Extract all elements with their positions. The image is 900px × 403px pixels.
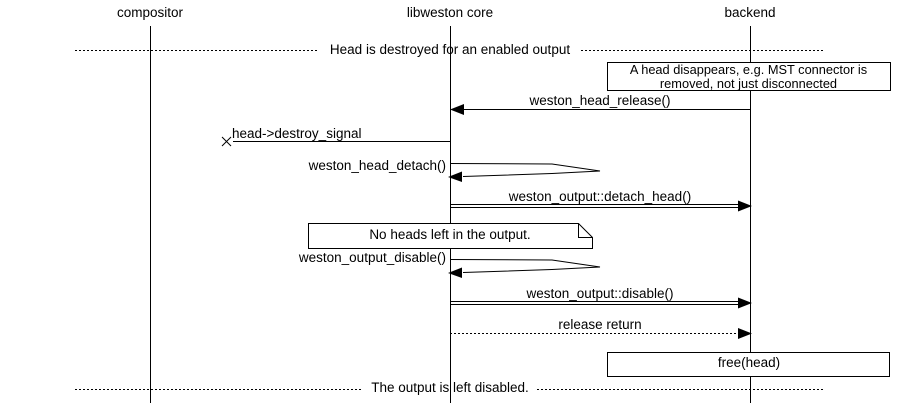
note-box-no-heads-fold xyxy=(578,223,593,238)
divider-lines xyxy=(75,50,825,390)
arrow-detach-head-head xyxy=(738,200,752,212)
arrow-output-disable-head xyxy=(738,297,752,309)
message-arrows xyxy=(221,104,752,339)
message-label-destroy-signal: head->destroy_signal xyxy=(232,126,362,141)
entity-libweston-core: libweston core xyxy=(406,5,494,20)
note-box-head-disappears xyxy=(607,62,891,91)
divider-top-label: Head is destroyed for an enabled output xyxy=(329,42,571,57)
divider-bottom-label: The output is left disabled. xyxy=(371,380,529,395)
note-no-heads-label: No heads left in the output. xyxy=(369,227,531,242)
lost-message-cross xyxy=(221,136,232,147)
self-arc-head-detach-arrowhead xyxy=(448,171,462,182)
message-label-release-return: release return xyxy=(558,317,642,332)
arrow-release-return-head xyxy=(738,328,752,339)
message-label-detach-head: weston_output::detach_head() xyxy=(508,189,692,204)
message-label-head-detach: weston_head_detach() xyxy=(308,158,446,173)
note-box-no-heads xyxy=(308,223,593,249)
note-free-head-label: free(head) xyxy=(717,355,781,370)
entity-backend: backend xyxy=(724,5,776,20)
self-arc-output-disable-arrowhead xyxy=(448,267,462,278)
message-label-output-disable-self: weston_output_disable() xyxy=(298,250,446,265)
message-label-output-disable: weston_output::disable() xyxy=(526,286,674,301)
entity-compositor: compositor xyxy=(116,5,184,20)
message-label-head-release: weston_head_release() xyxy=(529,93,671,108)
self-arc-head-detach xyxy=(449,163,601,177)
note-box-free-head xyxy=(607,352,890,377)
note-head-disappears-label: A head disappears, e.g. MST connector is… xyxy=(629,62,868,91)
arrow-head-release-head xyxy=(450,104,464,115)
self-arc-output-disable xyxy=(449,259,601,273)
note-shapes xyxy=(308,62,891,377)
